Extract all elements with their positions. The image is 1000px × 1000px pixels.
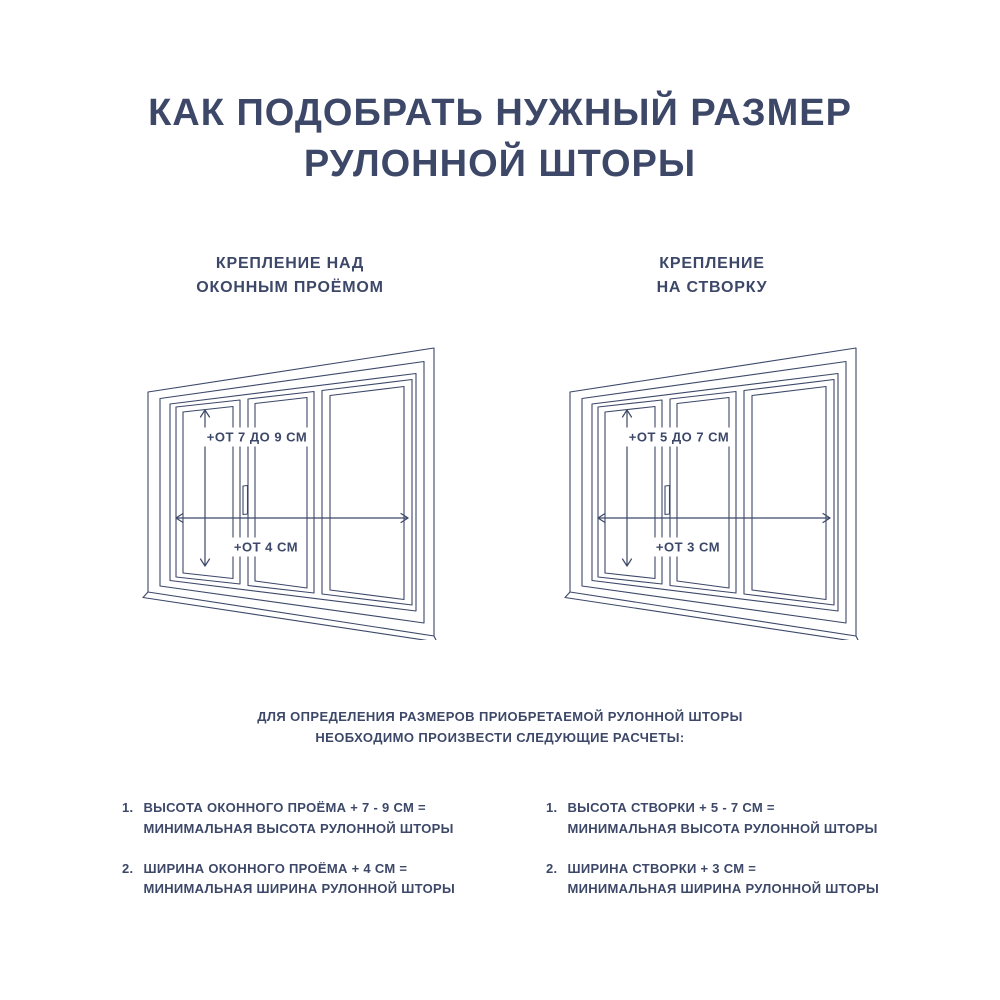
window-illustration	[142, 347, 437, 640]
section-heading-on-sash: КРЕПЛЕНИЕ НА СТВОРКУ	[522, 252, 902, 300]
instructions-line2: НЕОБХОДИМО ПРОИЗВЕСТИ СЛЕДУЮЩИЕ РАСЧЕТЫ:	[315, 730, 685, 746]
width-measure-arrow	[175, 512, 409, 524]
calc-item-line2: МИНИМАЛЬНАЯ ШИРИНА РУЛОННОЙ ШТОРЫ	[143, 881, 455, 897]
width-measure-label: +ОТ 3 СМ	[650, 537, 726, 557]
page-title-line2: РУЛОННОЙ ШТОРЫ	[303, 143, 697, 186]
window-frame	[142, 347, 437, 640]
calc-item-line2: МИНИМАЛЬНАЯ ВЫСОТА РУЛОННОЙ ШТОРЫ	[143, 820, 454, 836]
calc-item-line2: МИНИМАЛЬНАЯ ВЫСОТА РУЛОННОЙ ШТОРЫ	[567, 820, 878, 836]
section-heading-line1: КРЕПЛЕНИЕ НАД	[215, 255, 365, 272]
page-title-line1: КАК ПОДОБРАТЬ НУЖНЫЙ РАЗМЕР	[148, 92, 852, 134]
section-heading-line2: ОКОННЫМ ПРОЁМОМ	[196, 279, 384, 296]
height-measure-label: +ОТ 7 ДО 9 СМ	[201, 427, 313, 447]
window-diagram-left: +ОТ 7 ДО 9 СМ +ОТ 4 СМ	[140, 340, 440, 640]
calc-item-number: 2.	[546, 860, 558, 876]
calc-item-height: 1. ВЫСОТА ОКОННОГО ПРОЁМА + 7 - 9 СМ = М…	[122, 798, 482, 840]
calc-item-text: ВЫСОТА СТВОРКИ + 5 - 7 СМ = МИНИМАЛЬНАЯ …	[567, 798, 877, 840]
width-measure-arrow	[597, 512, 831, 524]
page-title: КАК ПОДОБРАТЬ НУЖНЫЙ РАЗМЕР РУЛОННОЙ ШТО…	[0, 88, 1000, 191]
calc-item-number: 2.	[122, 860, 134, 876]
calc-item-line1: ВЫСОТА ОКОННОГО ПРОЁМА + 7 - 9 СМ =	[143, 800, 426, 815]
calc-item-text: ШИРИНА ОКОННОГО ПРОЁМА + 4 СМ = МИНИМАЛЬ…	[143, 859, 455, 901]
calc-item-line1: ВЫСОТА СТВОРКИ + 5 - 7 СМ =	[567, 800, 775, 815]
calc-item-number: 1.	[546, 800, 558, 815]
width-measure-label: +ОТ 4 СМ	[228, 537, 304, 557]
calc-item-height: 1. ВЫСОТА СТВОРКИ + 5 - 7 СМ = МИНИМАЛЬН…	[546, 798, 906, 840]
calc-item-line1: ШИРИНА СТВОРКИ + 3 СМ =	[567, 860, 757, 876]
section-mount-on-sash: КРЕПЛЕНИЕ НА СТВОРКУ	[522, 252, 902, 640]
calculations-above-opening: 1. ВЫСОТА ОКОННОГО ПРОЁМА + 7 - 9 СМ = М…	[122, 798, 482, 919]
calc-item-width: 2. ШИРИНА СТВОРКИ + 3 СМ = МИНИМАЛЬНАЯ Ш…	[546, 859, 906, 901]
instructions-text: ДЛЯ ОПРЕДЕЛЕНИЯ РАЗМЕРОВ ПРИОБРЕТАЕМОЙ Р…	[0, 706, 1000, 749]
calc-item-text: ВЫСОТА ОКОННОГО ПРОЁМА + 7 - 9 СМ = МИНИ…	[143, 798, 453, 840]
calc-item-text: ШИРИНА СТВОРКИ + 3 СМ = МИНИМАЛЬНАЯ ШИРИ…	[567, 859, 879, 901]
section-mount-above-opening: КРЕПЛЕНИЕ НАД ОКОННЫМ ПРОЁМОМ	[100, 252, 480, 640]
calculations-on-sash: 1. ВЫСОТА СТВОРКИ + 5 - 7 СМ = МИНИМАЛЬН…	[546, 798, 906, 919]
window-frame	[564, 347, 859, 640]
calc-item-line1: ШИРИНА ОКОННОГО ПРОЁМА + 4 СМ =	[143, 860, 408, 876]
section-heading-line2: НА СТВОРКУ	[656, 279, 768, 296]
section-heading-above-opening: КРЕПЛЕНИЕ НАД ОКОННЫМ ПРОЁМОМ	[100, 252, 480, 300]
calc-item-line2: МИНИМАЛЬНАЯ ШИРИНА РУЛОННОЙ ШТОРЫ	[567, 881, 879, 897]
instructions-line1: ДЛЯ ОПРЕДЕЛЕНИЯ РАЗМЕРОВ ПРИОБРЕТАЕМОЙ Р…	[257, 709, 743, 724]
window-diagram-right: +ОТ 5 ДО 7 СМ +ОТ 3 СМ	[562, 340, 862, 640]
calc-item-width: 2. ШИРИНА ОКОННОГО ПРОЁМА + 4 СМ = МИНИМ…	[122, 859, 482, 901]
calc-item-number: 1.	[122, 800, 134, 815]
section-heading-line1: КРЕПЛЕНИЕ	[659, 255, 765, 272]
height-measure-label: +ОТ 5 ДО 7 СМ	[623, 427, 735, 447]
window-illustration	[564, 347, 859, 640]
